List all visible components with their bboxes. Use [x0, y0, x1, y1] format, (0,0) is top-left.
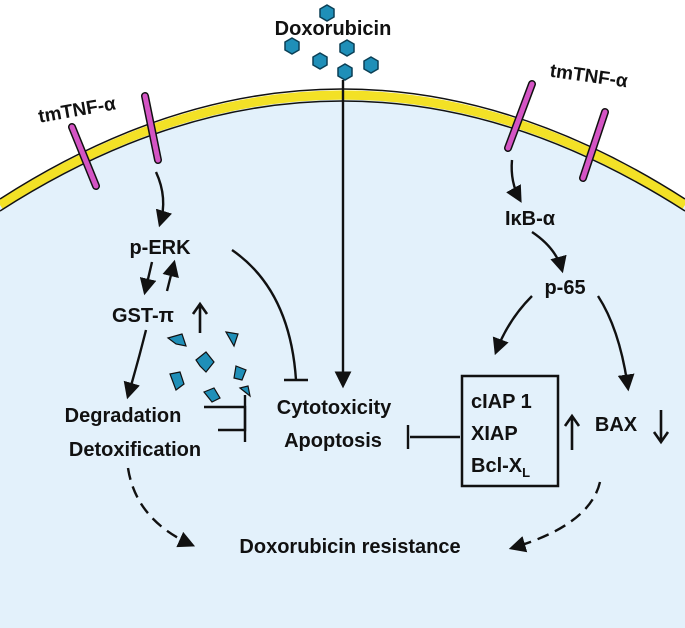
- detoxification-label: Detoxification: [69, 439, 201, 461]
- degradation-label: Degradation: [65, 405, 182, 427]
- gst-label: GST-π: [112, 305, 174, 327]
- down-arrow-icon: [652, 410, 670, 445]
- dashed-arrow-detox-to-resistance: [126, 467, 196, 548]
- pathway-connectors: [123, 80, 635, 553]
- doxorubicin-molecules: [284, 4, 379, 81]
- broken-hexagon-icon: [224, 331, 239, 348]
- hexagon-icon: [363, 56, 379, 74]
- xiap-label: XIAP: [471, 423, 518, 445]
- inhibit-perk-cytotoxicity: [231, 249, 298, 381]
- degraded-doxorubicin-fragments: [166, 331, 251, 403]
- broken-hexagon-icon: [233, 365, 247, 381]
- broken-hexagon-icon: [203, 387, 221, 403]
- arrow-perk-to-gst: [139, 261, 157, 296]
- broken-hexagon-icon: [195, 351, 215, 373]
- doxorubicin-label: Doxorubicin: [275, 18, 392, 40]
- resistance-label: Doxorubicin resistance: [239, 536, 460, 558]
- ciap-label: cIAP 1: [471, 391, 532, 413]
- tmtnf-right-label: tmTNF-α: [549, 61, 630, 93]
- hexagon-icon: [284, 37, 300, 55]
- hexagon-icon: [319, 4, 335, 22]
- arrow-gst-to-perk: [162, 259, 179, 292]
- tmtnf-receptor-left-1: [68, 123, 100, 190]
- ikb-label: IκB-α: [505, 208, 556, 230]
- tmtnf-receptor-left-2: [141, 92, 162, 164]
- anti-apoptotic-box: [460, 374, 560, 488]
- hexagon-icon: [312, 52, 328, 70]
- arrow-ikb-to-p65: [531, 231, 567, 274]
- bcl-subscript: L: [522, 465, 530, 480]
- bax-label: BAX: [595, 414, 638, 436]
- arrow-tnf-to-ikb: [506, 159, 522, 203]
- hexagon-icon: [339, 39, 355, 57]
- broken-hexagon-icon: [238, 385, 251, 398]
- arrow-gst-to-degradation: [123, 329, 148, 400]
- perk-label: p-ERK: [129, 237, 191, 259]
- up-arrow-icon: [563, 413, 581, 450]
- cytotoxicity-label: Cytotoxicity: [277, 397, 392, 419]
- hexagon-icon: [337, 63, 353, 81]
- broken-hexagon-icon: [169, 371, 185, 391]
- tmtnf-left-label: tmTNF-α: [37, 93, 118, 127]
- arrow-p65-to-iap-box: [492, 295, 533, 356]
- apoptosis-label: Apoptosis: [284, 430, 382, 452]
- p65-label: p-65: [544, 277, 585, 299]
- tmtnf-receptor-right-1: [504, 80, 536, 152]
- tmtnf-receptor-right-2: [579, 108, 609, 182]
- dashed-arrow-bax-to-resistance: [508, 481, 602, 553]
- bcl-label: Bcl-XL: [471, 455, 530, 480]
- broken-hexagon-icon: [166, 333, 187, 347]
- bcl-main: Bcl-X: [471, 455, 523, 477]
- arrow-p65-to-bax: [596, 295, 635, 392]
- up-arrow-icon: [191, 301, 209, 333]
- arrow-tnf-to-perk: [154, 171, 172, 228]
